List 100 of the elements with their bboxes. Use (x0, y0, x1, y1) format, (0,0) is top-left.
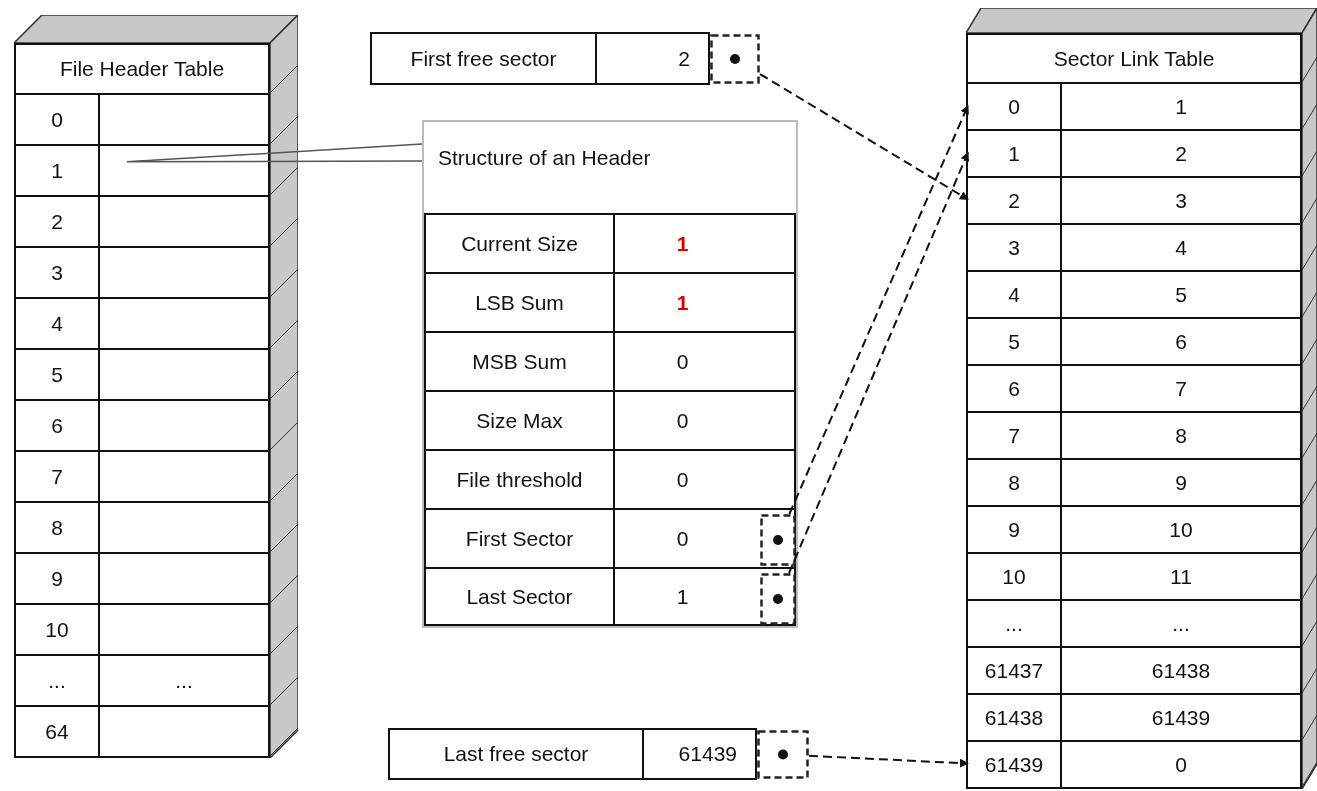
table-row (424, 331, 796, 390)
field-name: Last free sector (442, 741, 590, 767)
table-row (968, 505, 1300, 552)
index-number: 0 (50, 106, 64, 133)
value-number: 11 (1169, 563, 1193, 590)
table-row (16, 450, 268, 501)
index-number: 0 (1007, 93, 1021, 120)
index-number: 61437 (983, 657, 1045, 684)
field-name: Last Sector (465, 583, 574, 610)
value-number: 61439 (1150, 704, 1212, 731)
index-number: 5 (50, 361, 64, 388)
table-row (16, 348, 268, 399)
index-number: 5 (1007, 328, 1021, 355)
field-value: 0 (675, 525, 690, 552)
index-number: 1 (50, 157, 64, 184)
table-row (968, 317, 1300, 364)
callout-wedge (126, 143, 423, 163)
field-value: 0 (675, 466, 690, 493)
table-row (968, 364, 1300, 411)
index-number: 61439 (983, 751, 1045, 778)
value-number: 2 (1174, 140, 1188, 167)
value-number: 6 (1174, 328, 1188, 355)
index-number: 7 (50, 463, 64, 490)
field-name: First free sector (409, 45, 558, 72)
pointer-box (760, 514, 796, 566)
index-number: 9 (50, 565, 64, 592)
table-row (16, 297, 268, 348)
index-number: 2 (1007, 187, 1021, 214)
table-row (968, 411, 1300, 458)
table (422, 120, 798, 628)
index-number: 3 (50, 259, 64, 286)
field-value: 2 (677, 45, 690, 72)
table-row (968, 82, 1300, 129)
table-row (16, 195, 268, 246)
table-row (968, 458, 1300, 505)
table-row (16, 552, 268, 603)
value-number: 5 (1174, 281, 1188, 308)
value-number: 9 (1174, 469, 1188, 496)
table (966, 33, 1302, 789)
index-number: 64 (44, 718, 70, 745)
value-number: 1 (1174, 93, 1188, 120)
index-number: ... (1004, 610, 1024, 637)
index-number: 2 (50, 208, 64, 235)
table-row (968, 176, 1300, 223)
table-row (968, 646, 1300, 693)
table-row (424, 272, 796, 331)
pointer-record (388, 728, 757, 780)
value-number: 3 (1174, 187, 1188, 214)
pointer-box (757, 730, 809, 779)
index-number: 8 (50, 514, 64, 541)
table-title: Structure of an Header (437, 145, 652, 171)
table-row (968, 740, 1300, 787)
index-number: 1 (1007, 140, 1021, 167)
index-number: ... (47, 667, 67, 694)
field-name: File threshold (455, 466, 584, 493)
index-number: 4 (1007, 281, 1021, 308)
value-number: 4 (1174, 234, 1188, 261)
value-number: 10 (1168, 516, 1194, 543)
value-number: 8 (1174, 422, 1188, 449)
table-row (968, 599, 1300, 646)
field-value: 1 (675, 289, 690, 316)
table-title: File Header Table (58, 56, 226, 82)
table-row (968, 552, 1300, 599)
index-number: 10 (1001, 563, 1027, 590)
index-number: 6 (50, 412, 64, 439)
index-number: 8 (1007, 469, 1021, 496)
pointer-record (370, 32, 710, 85)
index-number: 61438 (983, 704, 1045, 731)
index-number: 9 (1007, 516, 1021, 543)
field-name: Current Size (460, 230, 579, 257)
table (14, 43, 270, 758)
field-name: LSB Sum (474, 289, 565, 316)
index-number: 10 (44, 616, 70, 643)
table-row (16, 246, 268, 297)
table-row (424, 390, 796, 449)
table-row (16, 501, 268, 552)
field-value: 1 (675, 583, 690, 610)
pointer-box (710, 34, 760, 84)
index-number: 7 (1007, 422, 1021, 449)
table-row (424, 449, 796, 508)
field-value: 61439 (677, 741, 737, 767)
field-name: MSB Sum (471, 348, 568, 375)
table-row (968, 129, 1300, 176)
value-number: 7 (1174, 375, 1188, 402)
field-name: First Sector (464, 525, 575, 552)
table-row (16, 603, 268, 654)
table-row (16, 93, 268, 144)
field-name: Size Max (475, 407, 564, 434)
table-row (16, 144, 268, 195)
pointer-box (760, 573, 796, 625)
table-row (16, 705, 268, 756)
table-row (16, 654, 268, 705)
index-number: 3 (1007, 234, 1021, 261)
value-number: ... (1171, 610, 1191, 637)
field-value: 1 (675, 230, 690, 257)
table-row (424, 508, 796, 567)
index-number: 4 (50, 310, 64, 337)
value-number: 61438 (1150, 657, 1212, 684)
table-row (424, 213, 796, 272)
value-number: 0 (1174, 751, 1188, 778)
